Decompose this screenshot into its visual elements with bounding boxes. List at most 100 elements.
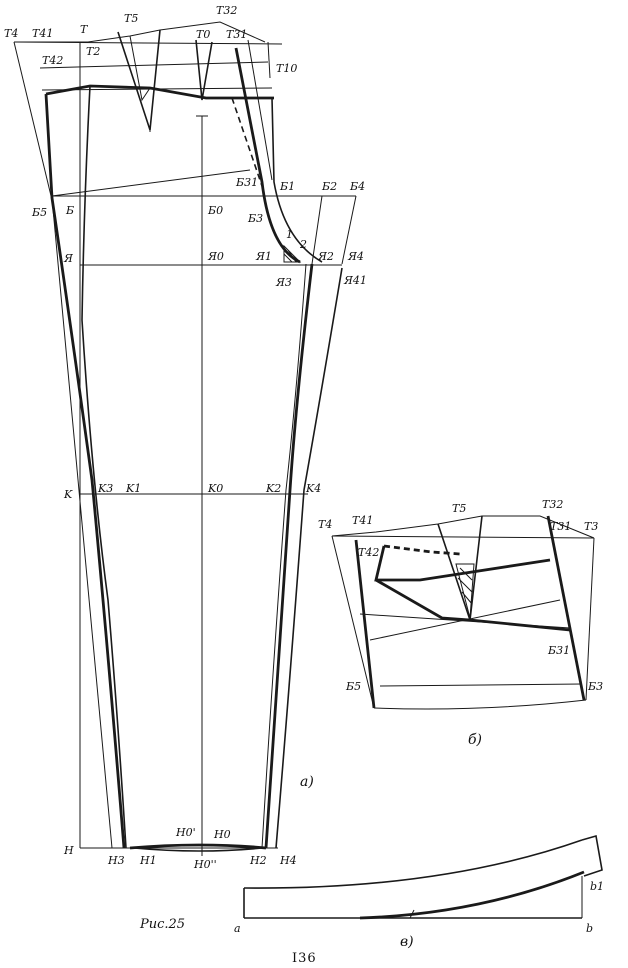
label-ya4: Я4 [347, 250, 364, 263]
label-k1: K1 [125, 482, 141, 495]
t10-line [267, 41, 271, 79]
band-tick [409, 909, 415, 919]
waist-base-line [13, 41, 283, 45]
hip-slant-line [51, 169, 251, 197]
label-b1: Б1 [279, 180, 295, 193]
label-b4: Б4 [349, 180, 365, 193]
b2-line [311, 195, 323, 265]
panel-b-labels: T4 T41 T5 T32 T31 T3 T42 Б31 Б5 Б3 б) [318, 498, 603, 748]
panel-v-drawing [243, 834, 603, 920]
label-k2: K2 [265, 482, 281, 495]
side-seam-straight [51, 197, 113, 849]
label-t32: T32 [216, 4, 237, 17]
front-rise-dashed [231, 97, 263, 187]
panel-a-labels: T4 T41 T T5 T32 T2 T0 T31 T42 T10 Б31 Б1… [4, 4, 367, 871]
label-b5: Б5 [31, 206, 47, 219]
label-t2: T2 [86, 45, 100, 58]
label-b0: Б0 [207, 204, 223, 217]
inset-label-b3: Б3 [587, 680, 603, 693]
inset-mid-line [359, 613, 571, 629]
label-ya1: Я1 [255, 250, 272, 263]
label-k4: K4 [305, 482, 321, 495]
label-n1: 1 [286, 228, 293, 241]
waist-guide-line [39, 61, 269, 69]
panel-label-v: в) [400, 934, 414, 950]
label-b2: Б2 [321, 180, 337, 193]
label-h: H [63, 844, 74, 857]
crotch-hatch [283, 244, 302, 263]
label-t0: T0 [196, 28, 210, 41]
label-h0: H0 [213, 828, 231, 841]
inset-right-bold [546, 515, 586, 701]
band-lower-curve [359, 870, 585, 920]
inset-bottom-edge [373, 699, 587, 710]
hem-bold-curve [129, 843, 267, 850]
hem-lower-curve [133, 847, 263, 852]
inseam-bold [264, 263, 314, 849]
label-h0pp: H0'' [193, 858, 217, 871]
dart-t0 [195, 39, 213, 101]
side-top-line [13, 41, 53, 201]
side-seam-inner [81, 85, 127, 849]
inset-label-b31: Б31 [547, 644, 570, 657]
panel-label-a: а) [300, 774, 314, 790]
inset-base-line [331, 535, 595, 539]
inset-dart [437, 515, 483, 621]
inset-hip-line [379, 683, 583, 687]
label-ya2: Я2 [317, 250, 334, 263]
label-t10: T10 [276, 62, 297, 75]
panel-a-drawing [13, 21, 357, 856]
panel-label-b: б) [468, 732, 482, 748]
label-b: Б [65, 204, 74, 217]
inset-label-t31: T31 [550, 520, 571, 533]
panel-b-drawing [331, 515, 595, 710]
figure-caption: Рис.25 [139, 917, 185, 932]
band-label-b1: b1 [590, 880, 604, 893]
dart-t5 [117, 29, 161, 131]
b4-line [341, 195, 357, 265]
inseam-inner [261, 263, 307, 849]
label-t42: T42 [42, 54, 63, 67]
label-b31: Б31 [235, 176, 258, 189]
label-t4: T4 [4, 27, 18, 40]
label-k0: K0 [207, 482, 223, 495]
inset-waist-dashed [383, 544, 461, 556]
panel-v-labels: a b1 b в) [234, 880, 604, 950]
inset-label-t4: T4 [318, 518, 332, 531]
band-label-a: a [234, 922, 241, 935]
band-top-curve [243, 839, 583, 889]
label-ya41: Я41 [343, 274, 367, 287]
inset-label-t42: T42 [358, 546, 379, 559]
label-h1: H1 [139, 854, 157, 867]
label-k3: K3 [97, 482, 113, 495]
inset-label-t3: T3 [584, 520, 598, 533]
label-t5: T5 [124, 12, 138, 25]
label-t31: T31 [226, 28, 247, 41]
label-ya3: Я3 [275, 276, 292, 289]
inset-label-t32: T32 [542, 498, 563, 511]
fly-line [247, 39, 273, 181]
label-t41: T41 [32, 27, 53, 40]
label-h3: H3 [107, 854, 125, 867]
label-ya0: Я0 [207, 250, 224, 263]
label-k: K [63, 488, 73, 501]
label-h2: H2 [249, 854, 267, 867]
label-b3: Б3 [247, 212, 263, 225]
label-h4: H4 [279, 854, 297, 867]
inseam-outer [275, 267, 343, 849]
inset-slant-line [369, 599, 561, 641]
inset-label-t41: T41 [352, 514, 373, 527]
label-n2: 2 [299, 238, 307, 251]
dart-inner [129, 35, 151, 102]
page-number: I36 [292, 951, 317, 966]
inset-dart-hatch [455, 563, 475, 619]
band-label-b: b [586, 922, 593, 935]
inset-side-bold [354, 539, 376, 709]
label-h0p: H0' [175, 826, 196, 839]
inset-right-line [585, 537, 595, 701]
band-end-tab [581, 834, 603, 877]
inset-left-line [331, 535, 375, 709]
inset-label-t5: T5 [452, 502, 466, 515]
inset-label-b5: Б5 [345, 680, 361, 693]
